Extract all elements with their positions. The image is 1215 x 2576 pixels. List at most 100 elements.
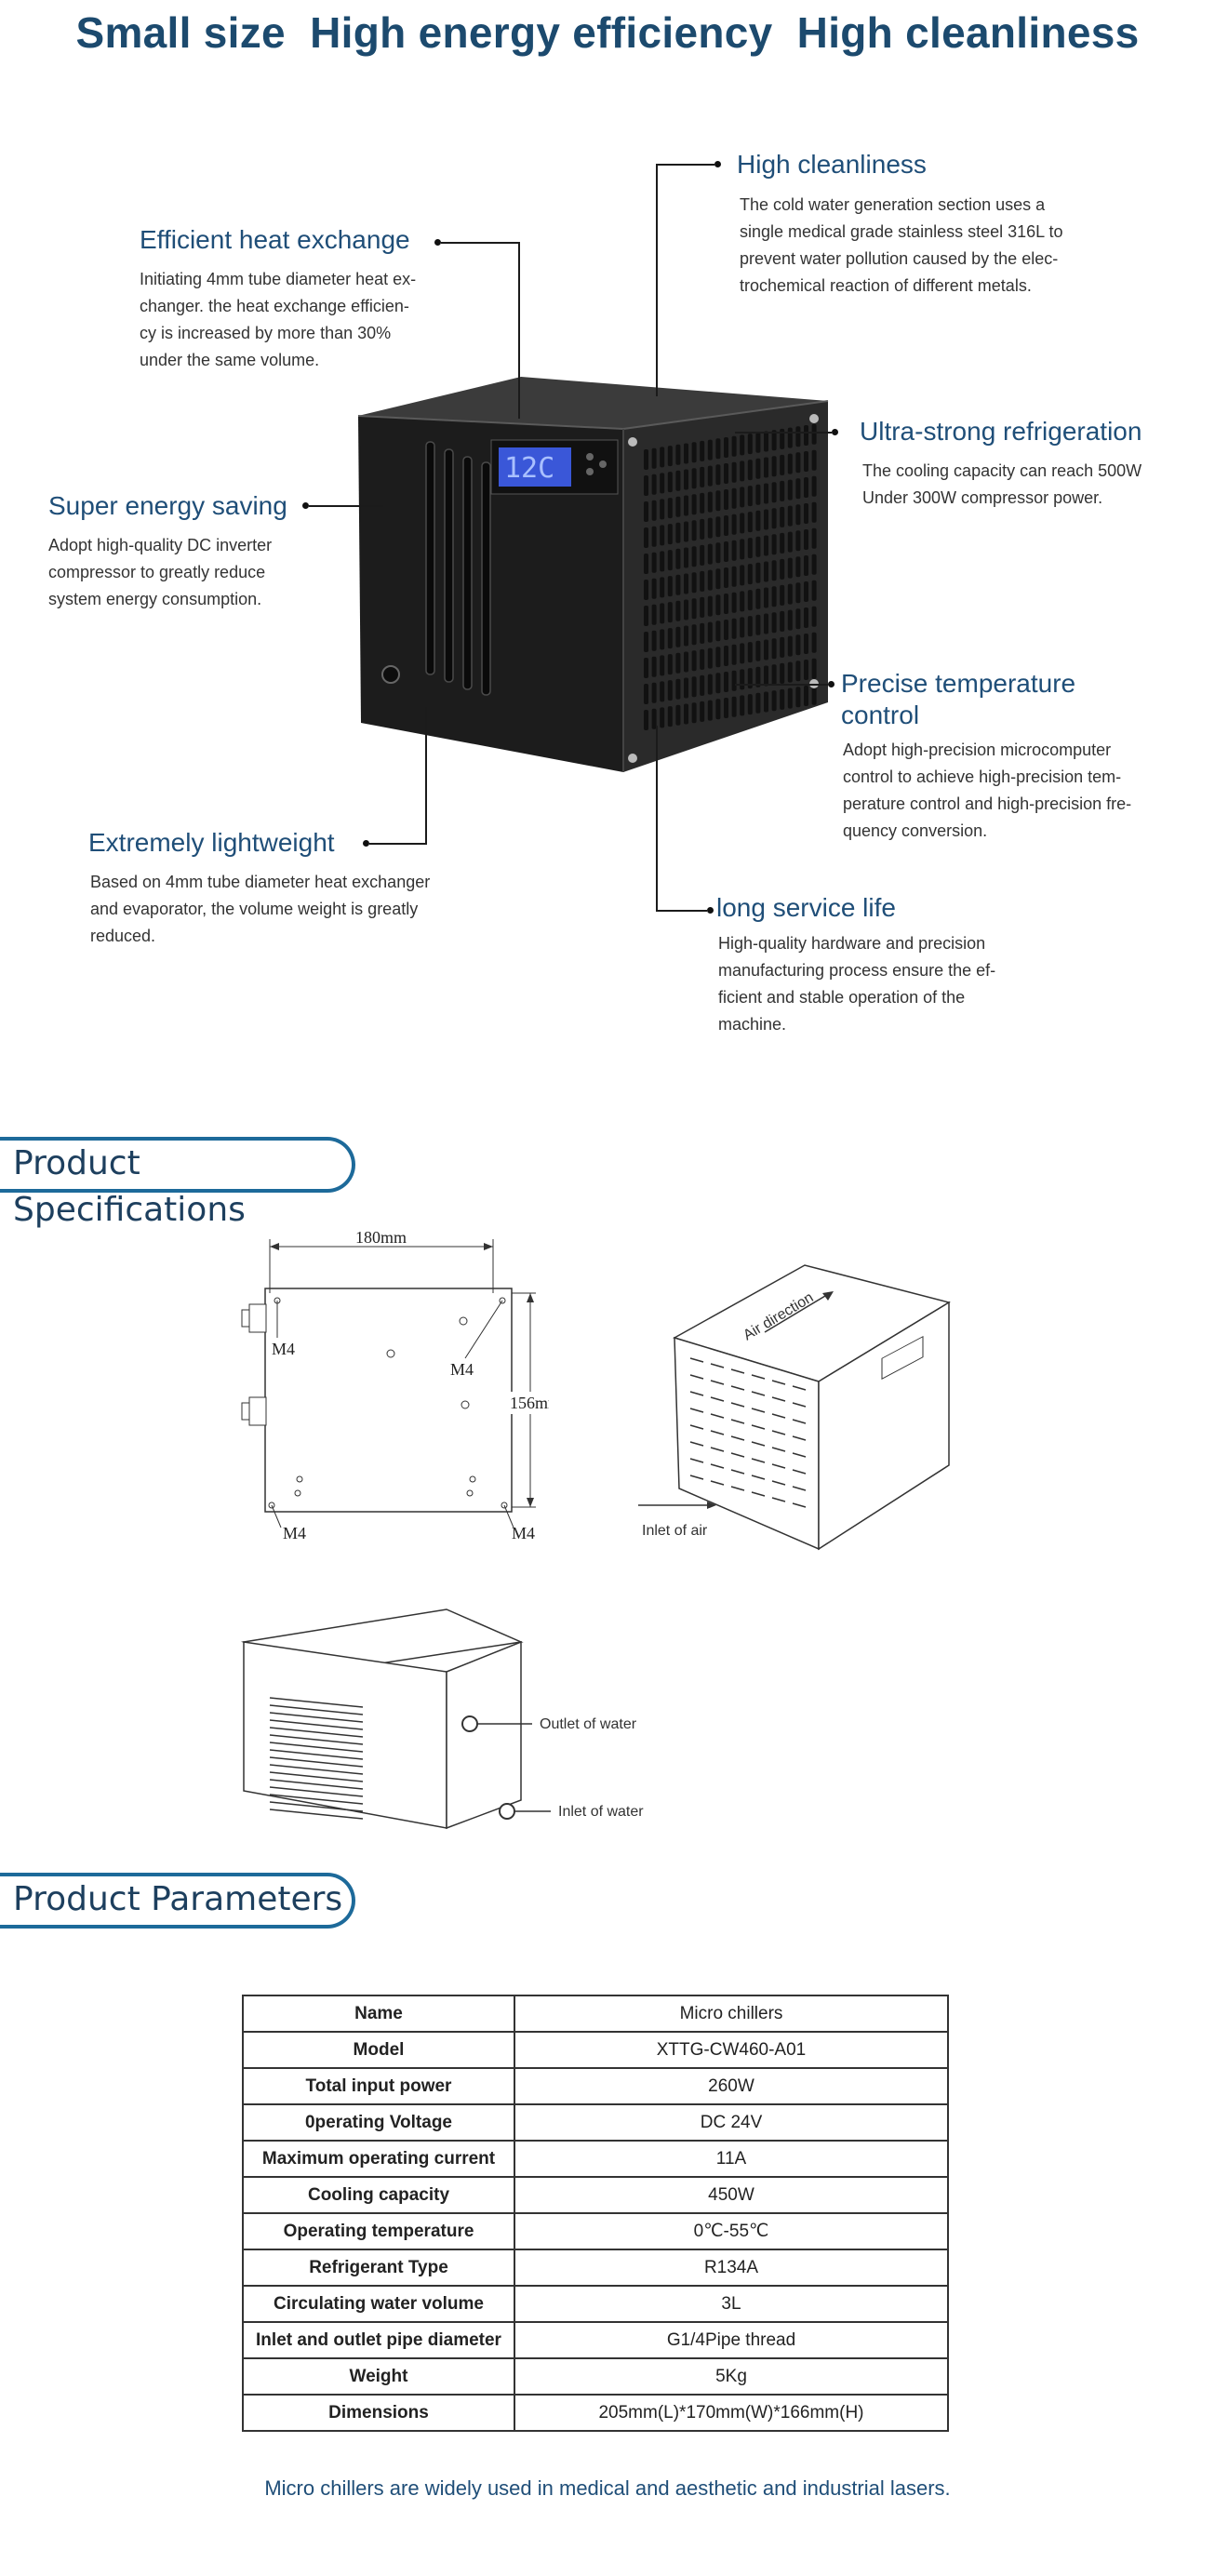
grille-slot <box>715 490 721 512</box>
vent-slot <box>689 1424 704 1430</box>
grille-slot <box>667 654 673 675</box>
grille-slot <box>780 636 785 658</box>
grille-slot <box>700 440 705 461</box>
text-line: The cold water generation section uses a <box>740 195 1046 214</box>
grille-slot <box>740 539 745 560</box>
vent-slot <box>689 1374 704 1380</box>
dimension-drawing: 180mm 156mm M4 M4 M4 M4 <box>241 1228 549 1542</box>
feature-title-cleanliness: High cleanliness <box>737 150 927 179</box>
vent-slot <box>730 1402 745 1408</box>
grille-slot <box>764 483 768 504</box>
vent-slot <box>710 1430 725 1435</box>
text-line: compressor to greatly reduce <box>48 563 266 581</box>
grille-slot <box>731 670 737 691</box>
grille-slot <box>755 510 761 531</box>
grille-slot <box>787 427 793 448</box>
grille-slot <box>667 446 673 467</box>
grille-slot <box>764 431 768 452</box>
title-line: Precise temperature <box>841 669 1076 698</box>
grille-slot <box>651 500 657 521</box>
callout-dot <box>363 840 369 847</box>
grille-slot <box>660 499 665 520</box>
grille-slot <box>811 684 817 705</box>
grille-slot <box>740 669 745 690</box>
inlet-water-label: Inlet of water <box>558 1804 644 1820</box>
grille-slot <box>804 425 808 446</box>
grille-slot <box>660 525 665 546</box>
text-line: Initiating 4mm tube diameter heat ex- <box>140 270 417 288</box>
grille-slot <box>764 613 768 634</box>
grille-slot <box>771 612 777 634</box>
param-value-cell: G1/4Pipe thread <box>514 2321 949 2359</box>
grille-slot <box>795 556 801 578</box>
grille-slot <box>811 423 817 445</box>
callout-line <box>735 432 832 434</box>
text-line: perature control and high-precision fre- <box>843 794 1132 813</box>
grille-slot <box>651 447 657 469</box>
grille-slot <box>660 473 665 494</box>
grille-slot <box>747 642 753 663</box>
feature-text-energy-saving: Adopt high-quality DC inverter compresso… <box>48 532 272 613</box>
grille-slot <box>787 453 793 474</box>
water-port-drawing: Outlet of water Inlet of water <box>241 1608 644 1830</box>
param-name-cell: Inlet and outlet pipe diameter <box>242 2321 515 2359</box>
grille-slot <box>724 567 728 588</box>
param-value-cell: 11A <box>514 2140 949 2178</box>
grille-slot <box>644 475 648 496</box>
grille-slot <box>731 566 737 587</box>
grille-slot <box>795 634 801 656</box>
feature-title-energy-saving: Super energy saving <box>48 491 287 520</box>
param-value-cell: Micro chillers <box>514 1995 949 2033</box>
vent-slot <box>792 1385 807 1391</box>
grille-slot <box>700 674 705 696</box>
grille-slot <box>731 514 737 535</box>
param-value-cell: 450W <box>514 2176 949 2214</box>
grille-slot <box>811 475 817 497</box>
grille-slot <box>684 469 688 490</box>
grille-slot <box>700 544 705 566</box>
vent-slot <box>710 1363 725 1368</box>
grille-slot <box>811 632 817 653</box>
grille-slot <box>740 434 745 456</box>
vent-slot <box>689 1475 704 1480</box>
grille-slot <box>691 598 697 620</box>
vent-slot <box>710 1480 725 1486</box>
param-name-cell: Name <box>242 1995 515 2033</box>
grille-slot <box>700 518 705 540</box>
param-name-cell: Cooling capacity <box>242 2176 515 2214</box>
param-value-cell: 205mm(L)*170mm(W)*166mm(H) <box>514 2394 949 2432</box>
grille-slot <box>787 661 793 683</box>
grille-slot <box>684 625 688 647</box>
grille-slot <box>700 622 705 644</box>
grille-slot <box>644 632 648 652</box>
chiller-product-illustration: 12C <box>357 377 829 772</box>
grille-slot <box>667 706 673 727</box>
grille-slot <box>691 546 697 567</box>
grille-slot <box>724 463 728 484</box>
grille-slot <box>700 701 705 722</box>
grille-slot <box>684 547 688 568</box>
grille-slot <box>691 442 697 463</box>
text-line: control to achieve high-precision tem- <box>843 767 1122 786</box>
footer-note: Micro chillers are widely used in medica… <box>264 2476 951 2500</box>
title-line: control <box>841 701 920 729</box>
grille-slot <box>715 647 721 668</box>
grille-slot <box>651 526 657 547</box>
vent-slot <box>730 1435 745 1441</box>
grille-slot <box>811 554 817 575</box>
grille-slot <box>740 643 745 664</box>
vent-slot <box>730 1452 745 1458</box>
grille-slot <box>707 621 713 643</box>
vent-slot <box>792 1486 807 1491</box>
vent-slot <box>771 1380 786 1385</box>
grille-slot <box>660 629 665 650</box>
grille-slot <box>787 557 793 579</box>
text-line: and evaporator, the volume weight is gre… <box>90 900 419 918</box>
grille-slot <box>684 651 688 673</box>
